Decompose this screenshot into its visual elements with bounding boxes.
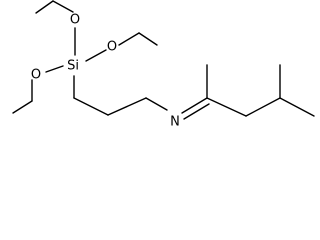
bond-c2-c3 — [107, 97, 147, 116]
bond-ch-methyl-right — [279, 97, 315, 117]
bond-si-o-right — [85, 49, 107, 62]
bond-ethyl-left — [12, 100, 33, 114]
atom-o-left: O — [31, 68, 41, 83]
bond-n-c-double-2 — [183, 103, 210, 120]
bond-ethyl-top — [35, 0, 54, 14]
bond-ethyl-right — [138, 32, 158, 46]
bond-ch2-ch — [245, 97, 281, 117]
chemical-structure: O O Si O N — [12, 0, 315, 130]
bond-c3-n — [145, 97, 168, 111]
bond-c-ch2 — [206, 97, 247, 117]
bond-o-right-ethyl — [118, 32, 140, 46]
bond-n-c-double-1 — [181, 97, 208, 114]
bond-c1-c2 — [73, 97, 109, 116]
bond-si-o-left — [45, 65, 64, 73]
atom-o-right: O — [107, 40, 117, 55]
atom-o-top: O — [70, 13, 80, 28]
atom-si: Si — [67, 59, 79, 74]
atom-n: N — [170, 115, 180, 130]
bond-o-top-ethyl — [52, 0, 74, 13]
